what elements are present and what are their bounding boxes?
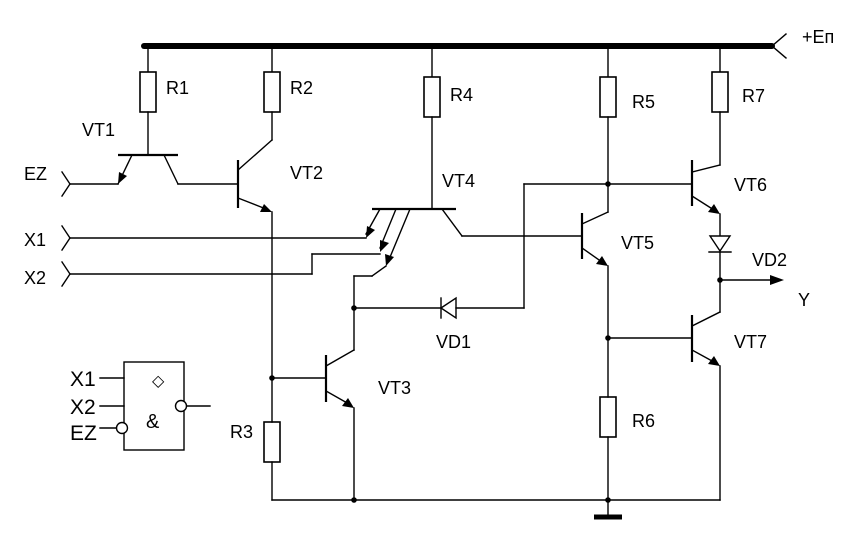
supply-label: +Eп — [802, 27, 834, 47]
resistor-r5 — [599, 45, 617, 213]
transistor-vt6 — [690, 160, 721, 214]
input-ez-terminal — [61, 171, 119, 197]
transistor-vt2 — [236, 139, 273, 212]
diode-vd1-label: VD1 — [436, 332, 471, 352]
output-y-label: Y — [798, 290, 810, 310]
transistor-vt7 — [690, 311, 721, 501]
transistor-vt4-label: VT4 — [442, 171, 475, 191]
resistor-r5-label: R5 — [632, 92, 655, 112]
resistor-r2-label: R2 — [290, 78, 313, 98]
input-ez-label: EZ — [24, 164, 47, 184]
input-x2-label: X2 — [24, 268, 46, 288]
input-x2-terminal — [61, 253, 381, 287]
transistor-vt5-label: VT5 — [621, 233, 654, 253]
transistor-vt2-label: VT2 — [290, 163, 323, 183]
output-y-terminal — [717, 275, 784, 285]
diode-vd2 — [708, 213, 732, 313]
transistor-vt1-label: VT1 — [82, 120, 115, 140]
ground-rail — [271, 497, 721, 520]
transistor-vt6-label: VT6 — [734, 175, 767, 195]
resistor-r4-label: R4 — [450, 85, 473, 105]
resistor-r3 — [263, 421, 281, 463]
power-bus — [141, 33, 787, 59]
gate-input-x2-label: X2 — [70, 396, 96, 419]
resistor-r1 — [139, 45, 157, 156]
transistor-vt3 — [324, 349, 355, 501]
transistor-vt3-label: VT3 — [378, 378, 411, 398]
gate-input-x1-label: X1 — [70, 368, 96, 391]
diode-vd2-label: VD2 — [752, 250, 787, 270]
resistor-r2 — [263, 45, 281, 141]
resistor-r7 — [711, 45, 729, 166]
transistor-vt4 — [365, 207, 463, 277]
resistor-r1-label: R1 — [166, 78, 189, 98]
input-x1-label: X1 — [24, 230, 46, 250]
resistor-r6-label: R6 — [632, 411, 655, 431]
and-gate-symbol — [99, 361, 211, 451]
resistor-r7-label: R7 — [742, 86, 765, 106]
resistor-r6 — [599, 396, 617, 438]
transistor-vt1 — [117, 153, 239, 185]
input-x1-terminal — [61, 225, 367, 251]
gate-function-label: & — [146, 411, 160, 433]
gate-input-ez-label: EZ — [70, 422, 97, 445]
resistor-r3-label: R3 — [230, 422, 253, 442]
transistor-vt7-label: VT7 — [734, 332, 767, 352]
diode-vd1 — [353, 183, 609, 320]
transistor-vt5 — [580, 211, 609, 398]
gate-output-type-icon: ◇ — [152, 373, 165, 390]
resistor-r4 — [423, 45, 441, 210]
